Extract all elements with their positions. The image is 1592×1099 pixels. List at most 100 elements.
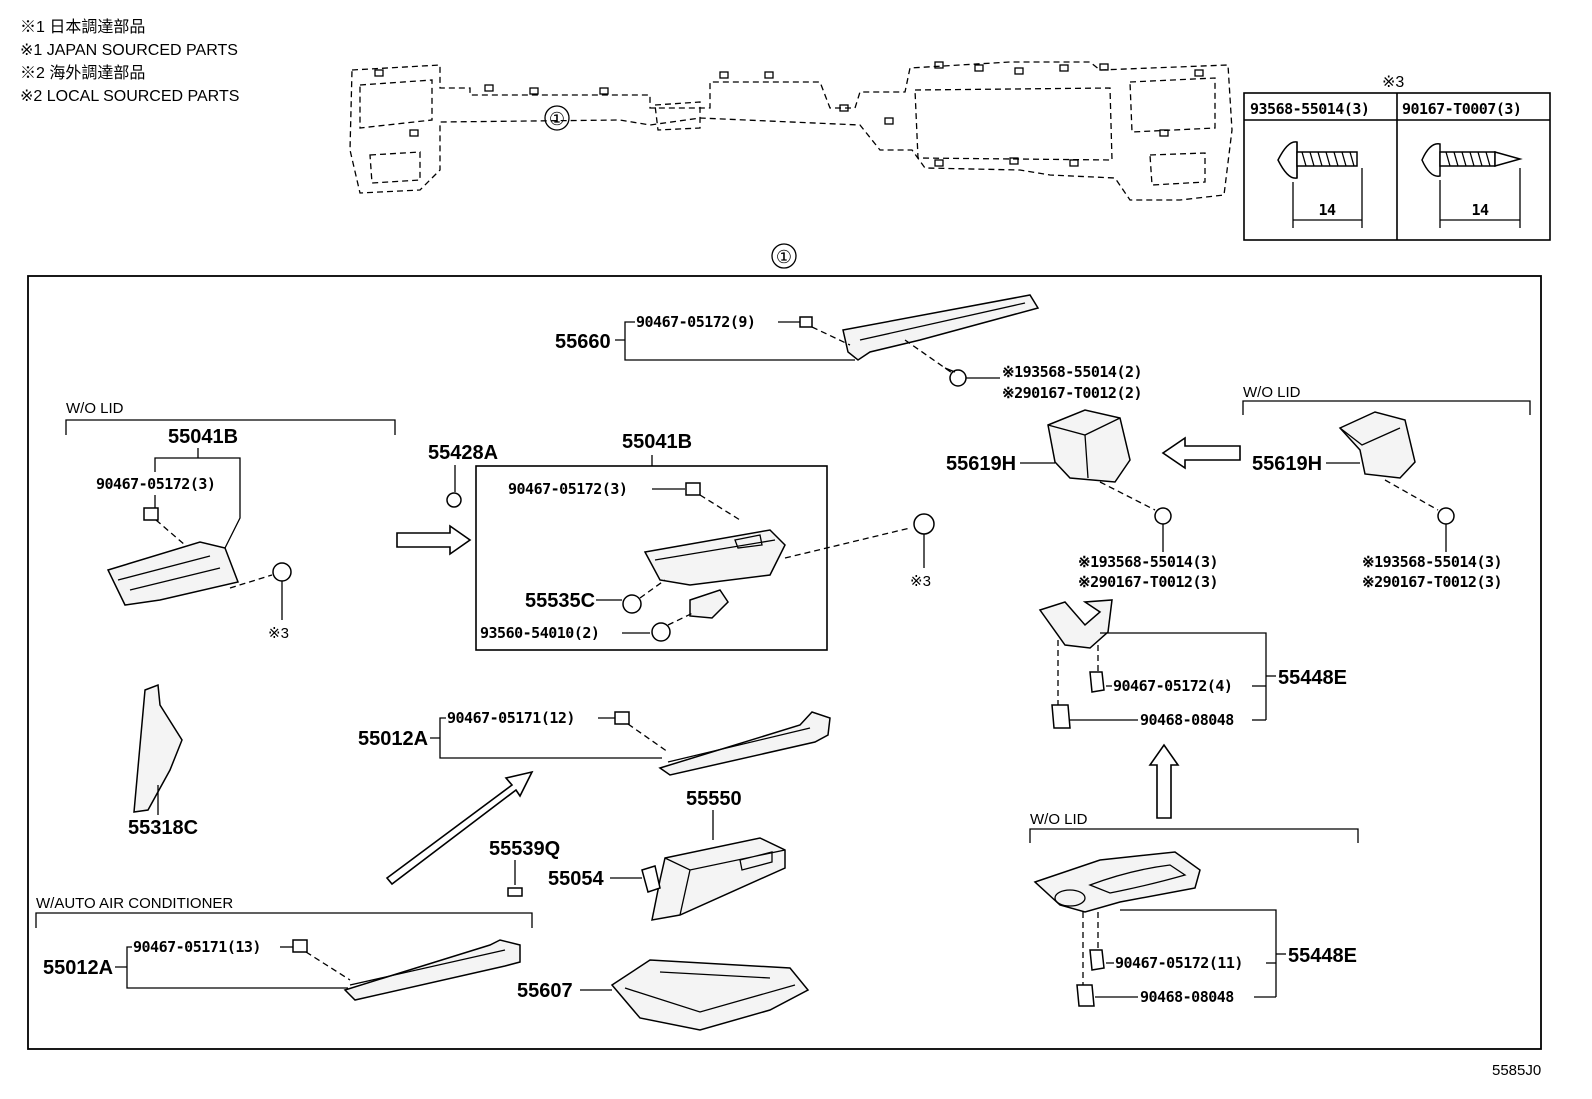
condition-wo-lid-bottom: W/O LID xyxy=(1030,811,1088,828)
callout-circle-main xyxy=(771,243,797,269)
label-55428A: 55428A xyxy=(428,442,498,464)
part-55318C-group: 55318C xyxy=(128,683,198,839)
condition-wo-lid-right: W/O LID xyxy=(1243,384,1301,401)
part-55607-shape xyxy=(610,959,810,1031)
label-55660-screw-jp: ※193568-55014(2) xyxy=(1002,363,1142,381)
label-55054: 55054 xyxy=(548,868,604,890)
label-90468-top: 90468-08048 xyxy=(1140,711,1234,729)
screw-icon-2: 14 xyxy=(1421,143,1523,228)
label-55012A-bottom: 55012A xyxy=(43,957,113,979)
screw-icon-center xyxy=(913,513,935,535)
label-55448E-bottom: 55448E xyxy=(1288,945,1357,967)
auto-ac-group: W/AUTO AIR CONDITIONER 55012A 90467-0517… xyxy=(35,895,533,1001)
nut-icon-55448E-bottom xyxy=(1076,984,1095,1007)
label-55535C: 55535C xyxy=(525,590,595,612)
label-55660-screw-local: ※290167-T0012(2) xyxy=(1002,384,1142,402)
wo-lid-left-group: W/O LID 55041B 90467-05172(3) ※3 xyxy=(65,400,396,642)
part-55012A-mid-group: 55012A 90467-05171(12) xyxy=(358,709,831,776)
part-55318C-shape xyxy=(133,683,183,813)
label-clip-center: 90467-05172(3) xyxy=(508,480,627,498)
part-55619H-right-shape xyxy=(1338,411,1416,479)
part-55607-group: 55607 xyxy=(517,959,810,1031)
callout-main: ① xyxy=(776,247,792,267)
condition-wo-lid-left: W/O LID xyxy=(66,400,124,417)
note-japan-en: ※1 JAPAN SOURCED PARTS xyxy=(20,42,238,59)
note-local-jp: ※2 海外調達部品 xyxy=(20,64,145,82)
screw-table-title: ※3 xyxy=(1382,74,1404,91)
label-55619H-center-screw-local: ※290167-T0012(3) xyxy=(1078,573,1218,591)
part-55550-shape xyxy=(651,837,786,921)
figure-code: 5585J0 xyxy=(1492,1062,1541,1079)
screw-icon-1: 14 xyxy=(1277,141,1363,228)
label-clip-55012A-bottom: 90467-05171(13) xyxy=(133,938,261,956)
part-55448E-top-shape xyxy=(1038,599,1113,649)
wo-lid-bottom-group: W/O LID 90467-05172(11) 55448E 90468-080… xyxy=(1029,811,1359,1007)
label-clip-left: 90467-05172(3) xyxy=(96,475,215,493)
note-local-en: ※2 LOCAL SOURCED PARTS xyxy=(20,88,239,105)
screw-icon-93560 xyxy=(651,622,671,642)
part-55041B-left-shape xyxy=(106,541,240,606)
label-55619H-right-screw-local: ※290167-T0012(3) xyxy=(1362,573,1502,591)
arrow-up-icon xyxy=(1148,743,1180,819)
arrow-diagonal-icon xyxy=(385,770,534,886)
center-55041B-group: 55428A 55041B 90467-05172(3) ※3 55535C 9… xyxy=(428,431,935,651)
part-55012A-bottom-shape xyxy=(343,939,521,1001)
label-clip-55012A-mid: 90467-05171(12) xyxy=(447,709,575,727)
label-55318C: 55318C xyxy=(128,817,198,839)
clip-icon xyxy=(799,316,813,328)
outline-clip-marks xyxy=(374,61,1204,167)
center-box xyxy=(475,465,828,651)
clip-icon-55012A-bottom xyxy=(292,939,308,953)
part-55041B-center-shape xyxy=(643,529,786,586)
duct-55660-shape xyxy=(842,294,1040,361)
dashboard-outline: ① xyxy=(349,61,1233,201)
screw-length-2: 14 xyxy=(1471,201,1489,219)
label-55539Q: 55539Q xyxy=(489,838,560,860)
label-55041B-center: 55041B xyxy=(622,431,692,453)
cap-icon-55535C xyxy=(622,594,642,614)
callout-top: ① xyxy=(549,109,565,129)
mark3-left: ※3 xyxy=(268,625,289,642)
label-clip-55448E-top: 90467-05172(4) xyxy=(1113,677,1232,695)
bracket-icon xyxy=(689,589,729,619)
label-55041B-left: 55041B xyxy=(168,426,238,448)
part-55448E-bottom-shape xyxy=(1033,851,1201,913)
label-55660: 55660 xyxy=(555,331,611,353)
screw-icon-left xyxy=(272,562,292,582)
wo-lid-right-group: W/O LID 55619H ※193568-55014(3) ※290167-… xyxy=(1242,384,1531,591)
condition-auto-ac: W/AUTO AIR CONDITIONER xyxy=(36,895,233,912)
note-japan-jp: ※1 日本調達部品 xyxy=(20,18,145,36)
screw-table-part-2: 90167-T0007(3) xyxy=(1402,100,1521,118)
label-55619H-center: 55619H xyxy=(946,453,1016,475)
part-55619H-center-group: 55619H ※193568-55014(3) ※290167-T0012(3) xyxy=(946,409,1219,591)
label-55012A-mid: 55012A xyxy=(358,728,428,750)
main-frame xyxy=(27,275,1542,1050)
nut-icon-55448E-top xyxy=(1051,704,1071,729)
mark3-center: ※3 xyxy=(910,573,931,590)
label-55448E-top: 55448E xyxy=(1278,667,1347,689)
clip-icon-55428A xyxy=(446,492,462,508)
screw-icon-55619H-center xyxy=(1154,507,1172,525)
label-clip-55448E-bottom: 90467-05172(11) xyxy=(1115,954,1243,972)
screw-icon-55619H-right xyxy=(1437,507,1455,525)
label-55619H-right: 55619H xyxy=(1252,453,1322,475)
screw-table: ※3 93568-55014(3) 90167-T0007(3) 14 14 xyxy=(1243,74,1551,241)
callout-circle-top xyxy=(544,105,570,131)
screw-icon xyxy=(949,369,967,387)
part-55660-group: 55660 90467-05172(9) ※193568-55014(2) ※2… xyxy=(555,294,1143,402)
clip-icon-55448E-bottom xyxy=(1089,949,1105,971)
damper-icon-55054 xyxy=(641,865,661,893)
label-55607: 55607 xyxy=(517,980,573,1002)
label-55660-clip: 90467-05172(9) xyxy=(636,313,755,331)
clip-icon-center xyxy=(685,482,701,496)
arrow-right-icon xyxy=(396,524,472,556)
part-55550-group: 55550 55054 55539Q xyxy=(489,788,786,921)
pad-icon-55539Q xyxy=(507,887,523,897)
clip-icon-55012A-mid xyxy=(614,711,630,725)
part-55619H-center-shape xyxy=(1047,409,1131,483)
sourcing-notes: ※1 日本調達部品 ※1 JAPAN SOURCED PARTS ※2 海外調達… xyxy=(20,18,239,105)
label-55619H-right-screw-jp: ※193568-55014(3) xyxy=(1362,553,1502,571)
label-55550: 55550 xyxy=(686,788,742,810)
label-93560: 93560-54010(2) xyxy=(480,624,599,642)
